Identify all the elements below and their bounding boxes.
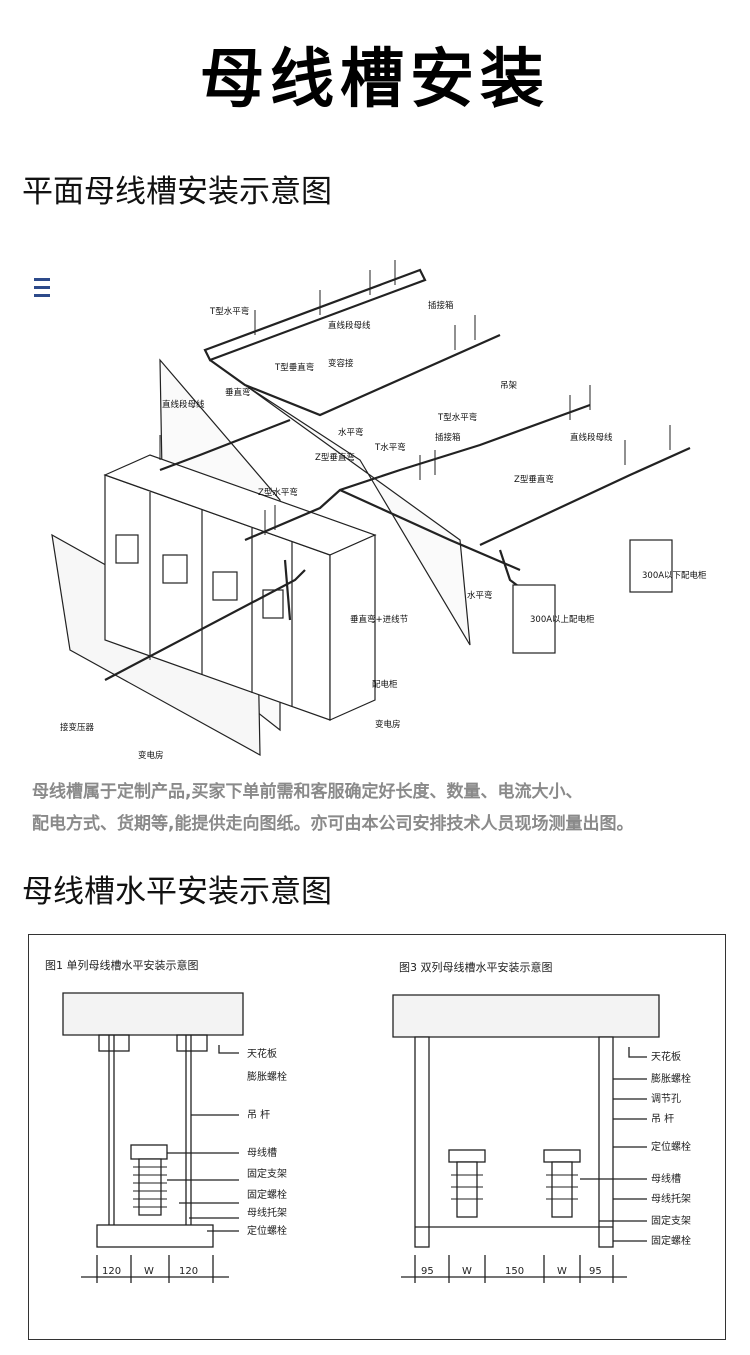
hanger-rods <box>149 260 671 660</box>
fig3-label-expansion-bolt: 膨胀螺栓 <box>651 1072 691 1085</box>
fig3-label-busway: 母线槽 <box>651 1172 681 1185</box>
fig1-label-ceiling: 天花板 <box>247 1047 277 1060</box>
label-cabinet-below-300a: 300A以下配电柜 <box>642 570 707 581</box>
fig3-label-adjust-hole: 调节孔 <box>651 1093 681 1105</box>
fig3-dim-1: 95 <box>421 1266 434 1277</box>
label-t-horizontal-2: T型水平弯 <box>437 412 477 423</box>
fig3-label-fixing-bolt: 固定螺栓 <box>651 1234 691 1247</box>
fig3-label-ceiling: 天花板 <box>651 1050 681 1063</box>
fig3-label-busway-tray: 母线托架 <box>651 1192 691 1205</box>
fig1-label-positioning-bolt: 定位螺栓 <box>247 1224 287 1237</box>
label-z-horizontal: Z型水平弯 <box>258 487 298 498</box>
description-line-2: 配电方式、货期等,能提供走向图纸。亦可由本公司安排技术人员现场测量出图。 <box>32 814 634 834</box>
label-t-horizontal-3: T水平弯 <box>374 442 406 453</box>
label-straight-2: 直线段母线 <box>162 399 205 410</box>
label-vertical-bend: 垂直弯 <box>225 387 251 398</box>
fig1-label-rod: 吊 杆 <box>247 1109 270 1121</box>
label-straight-1: 直线段母线 <box>328 320 371 331</box>
label-z-vertical-1: Z型垂直弯 <box>315 452 355 463</box>
label-horizontal-bend-2: 水平弯 <box>467 590 493 601</box>
label-z-vertical-2: Z型垂直弯 <box>514 474 554 485</box>
label-substation-1: 变电房 <box>375 719 401 730</box>
fig1-dim-2: W <box>144 1266 154 1277</box>
fig1-dim-3: 120 <box>179 1266 198 1277</box>
label-distribution-cabinet: 配电柜 <box>372 679 398 690</box>
label-vertical-bend-inlet: 垂直弯+进线节 <box>350 614 409 625</box>
small-cabinet-center <box>512 584 556 654</box>
fig1-title: 图1 单列母线槽水平安装示意图 <box>45 958 199 972</box>
detail-diagram: 图1 单列母线槽水平安装示意图 图3 双列母线槽水平安装示意图 <box>45 958 691 1283</box>
fig3-label-fixed-bracket: 固定支架 <box>651 1214 691 1227</box>
fig3-dim-4: W <box>557 1266 567 1277</box>
fig1-label-fixing-bolt: 固定螺栓 <box>247 1188 287 1201</box>
label-substation-2: 变电房 <box>138 750 164 761</box>
section-heading-plan: 平面母线槽安装示意图 <box>22 174 332 210</box>
label-t-vertical: T型垂直弯 <box>274 362 314 373</box>
fig1-label-fixed-bracket: 固定支架 <box>247 1167 287 1180</box>
detail-diagram-panel: 图1 单列母线槽水平安装示意图 图3 双列母线槽水平安装示意图 <box>28 934 726 1340</box>
label-hanger: 吊架 <box>500 381 518 391</box>
fig3-label-positioning-bolt: 定位螺栓 <box>651 1140 691 1153</box>
fig3-dim-2: W <box>462 1266 472 1277</box>
distribution-cabinets <box>103 454 377 721</box>
fig1-label-busway-tray: 母线托架 <box>247 1206 287 1219</box>
right-wall <box>244 384 471 646</box>
fig1-dim-1: 120 <box>102 1266 121 1277</box>
label-straight-3: 直线段母线 <box>570 432 613 443</box>
label-t-horizontal-1: T型水平弯 <box>209 306 249 317</box>
fig3-dim-5: 95 <box>589 1266 602 1277</box>
label-cabinet-above-300a: 300A以上配电柜 <box>530 614 595 625</box>
section-heading-horizontal: 母线槽水平安装示意图 <box>22 874 332 910</box>
description-line-1: 母线槽属于定制产品,买家下单前需和客服确定好长度、数量、电流大小、 <box>32 782 583 802</box>
fig1-label-busway: 母线槽 <box>247 1146 277 1159</box>
fig3-dim-3: 150 <box>505 1266 524 1277</box>
fig3-label-rod: 吊 杆 <box>651 1113 674 1125</box>
fig1-drawing <box>62 992 244 1283</box>
small-cabinet-right <box>629 539 673 593</box>
fig3-title: 图3 双列母线槽水平安装示意图 <box>399 960 553 974</box>
menu-icon[interactable] <box>34 278 50 298</box>
label-transformer-connector: 接变压器 <box>60 722 95 733</box>
label-horizontal-bend-1: 水平弯 <box>338 427 364 438</box>
label-plug-box-1: 插接箱 <box>428 300 454 311</box>
label-plug-box-2: 插接箱 <box>435 432 461 443</box>
label-reducer: 变容接 <box>328 358 354 369</box>
isometric-installation-diagram: T型水平弯 直线段母线 插接箱 T型垂直弯 变容接 垂直弯 直线段母线 吊架 T… <box>51 260 707 761</box>
fig1-label-expansion-bolt: 膨胀螺栓 <box>247 1070 287 1083</box>
fig3-drawing <box>392 994 660 1283</box>
page-title: 母线槽安装 <box>200 43 550 117</box>
